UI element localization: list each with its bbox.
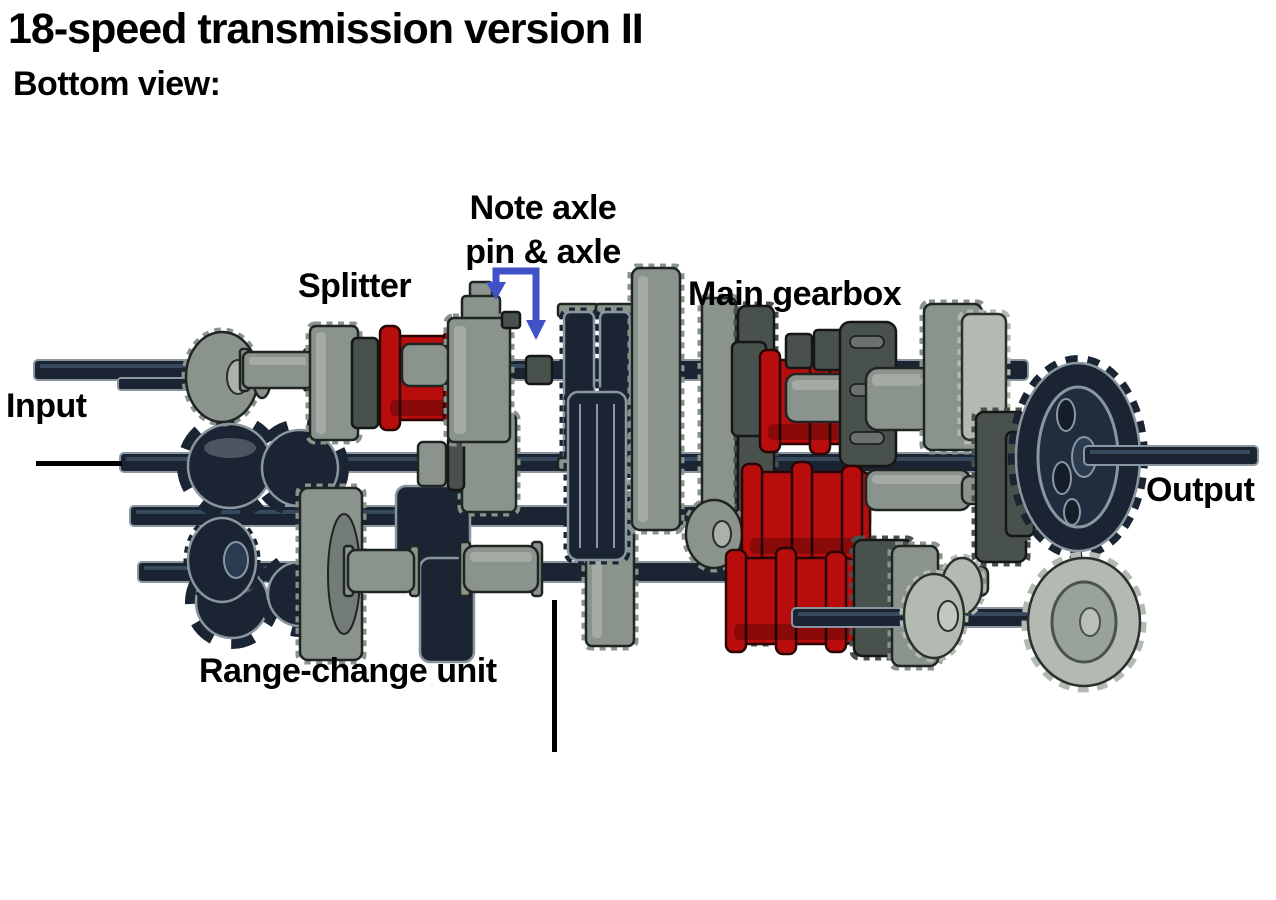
range-change-unit-cluster [295,409,639,665]
main-gearbox-upper [730,299,1011,468]
splitter-cluster [305,280,554,447]
label-note-axle-line2: pin & axle [465,233,621,271]
annotation-marks [36,267,557,752]
gear-24t-tall [627,263,685,535]
bushing [524,354,554,386]
label-note-axle-pin: Note axle pin & axle [420,186,666,274]
bottom-right-cluster [724,535,1043,671]
bushing [416,440,448,488]
bevel-gear-navy [183,513,261,607]
note-axle-arrow [486,267,546,340]
label-note-axle-line1: Note axle [469,189,617,227]
bevel-gear-light [899,553,987,663]
axle-sleeve [864,468,992,512]
label-input: Input [6,387,87,425]
clutch-gears-navy [556,302,638,565]
label-splitter: Splitter [298,267,412,305]
output-cluster [1008,355,1259,693]
bushing [784,332,814,370]
gear-with-axle-pin [443,280,522,447]
output-axle [1083,445,1259,466]
view-label: Bottom view: [13,65,221,103]
label-range-change: Range-change unit [199,652,497,690]
axle-pin [500,310,522,330]
axle-sleeve [458,540,544,598]
input-pointer-line [36,461,122,466]
driving-ring-red [740,460,872,570]
turntable-gear-light [1021,551,1147,693]
clutch-ring [350,336,380,430]
center-gear-cluster [556,263,784,647]
axle-sleeve [864,366,934,432]
driving-ring-red [724,546,856,656]
axle-sleeve [342,544,421,598]
label-output: Output [1146,471,1255,509]
label-main-gearbox: Main gearbox [688,275,902,313]
axle-sleeve [238,347,315,393]
page-title: 18-speed transmission version II [8,5,644,53]
range-change-pointer-line [552,600,557,752]
